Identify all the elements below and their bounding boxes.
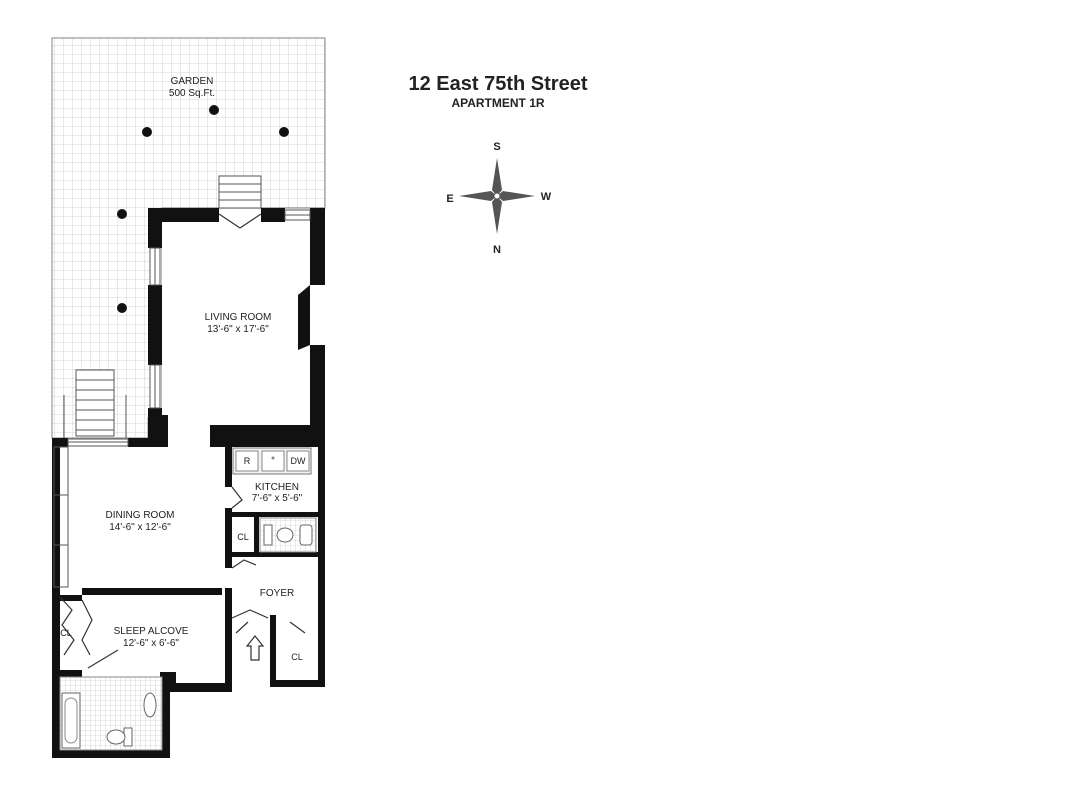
compass-north: N: [493, 244, 501, 256]
closet-label-foyer: CL: [291, 652, 303, 662]
living-room-label: LIVING ROOM: [205, 312, 272, 323]
garden-stairs-lower: [63, 369, 127, 438]
title-block: 12 East 75th Street APARTMENT 1R: [409, 73, 588, 110]
half-bath: [259, 517, 317, 553]
kitchen-label: KITCHEN: [255, 482, 299, 493]
garden-stairs-upper: [218, 175, 262, 209]
compass-rose: S N E W: [446, 141, 551, 256]
closet-label-alcove: CL: [60, 628, 72, 638]
sleep-alcove-label: SLEEP ALCOVE: [114, 626, 189, 637]
walls: [52, 208, 325, 758]
compass-east: E: [446, 193, 453, 205]
page-subtitle: APARTMENT 1R: [451, 96, 544, 110]
kitchen-dims: 7'-6" x 5'-6": [252, 493, 303, 504]
garden-label: GARDEN: [171, 76, 214, 87]
compass-west: W: [541, 191, 552, 203]
refrigerator-label: R: [244, 456, 251, 466]
closet-label-kitchen: CL: [237, 532, 249, 542]
garden-area: 500 Sq.Ft.: [169, 88, 215, 99]
doors: [59, 213, 306, 669]
dining-room-dims: 14'-6" x 12'-6": [109, 522, 171, 533]
kitchen-counter: [232, 447, 312, 475]
windows: [53, 209, 311, 588]
page-title: 12 East 75th Street: [409, 73, 588, 95]
foyer-label: FOYER: [260, 588, 294, 599]
entry-arrow-icon: [245, 635, 265, 661]
bathroom: [59, 676, 163, 751]
sleep-alcove-dims: 12'-6" x 6'-6": [123, 638, 179, 649]
dishwasher-label: DW: [291, 456, 306, 466]
garden: [51, 37, 326, 439]
compass-south: S: [493, 141, 500, 153]
living-room-dims: 13'-6" x 17'-6": [207, 324, 269, 335]
dining-room-label: DINING ROOM: [106, 510, 175, 521]
room-labels: GARDEN 500 Sq.Ft. LIVING ROOM 13'-6" x 1…: [60, 76, 306, 662]
